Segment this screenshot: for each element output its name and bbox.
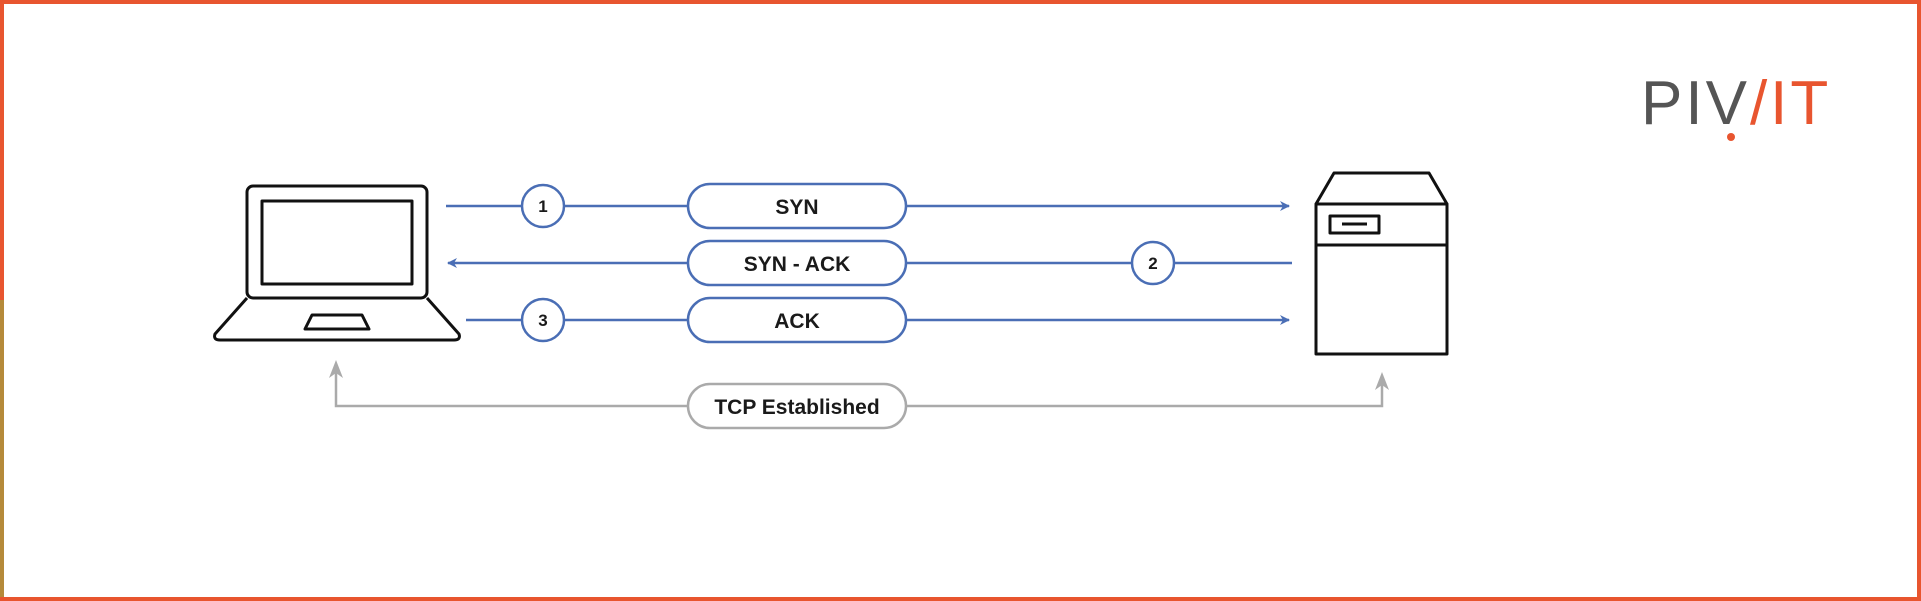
step-syn-ack: 2 SYN - ACK [447,239,1292,287]
tcp-established: TCP Established [329,360,1389,430]
logo-text-v: V [1706,69,1750,138]
step-syn: 1 SYN [446,182,1290,230]
step-1-number: 1 [538,197,547,216]
syn-pill [686,182,908,230]
laptop-icon [213,184,461,342]
step-1-badge [520,183,566,229]
step-3-number: 3 [538,311,547,330]
established-label: TCP Established [714,396,879,419]
ack-label: ACK [774,310,820,333]
syn-label: SYN [775,196,818,219]
logo-dot [1727,133,1735,141]
server-icon [1314,171,1449,356]
established-arrow-client [329,360,343,378]
border-accent [0,300,4,597]
logo-text-pi: PI [1641,69,1706,138]
syn-ack-label: SYN - ACK [744,253,851,276]
logo-text-it: /IT [1750,69,1831,138]
syn-ack-pill [686,239,908,287]
established-pill [686,382,908,430]
step-ack: 3 ACK [466,296,1290,344]
pivit-logo: PIV/IT [1641,69,1831,141]
step-2-badge [1130,240,1176,286]
step-2-number: 2 [1148,254,1157,273]
established-arrow-server [1375,372,1389,390]
svg-text:PIV/IT: PIV/IT [1641,69,1831,138]
ack-pill [686,296,908,344]
step-3-badge [520,297,566,343]
